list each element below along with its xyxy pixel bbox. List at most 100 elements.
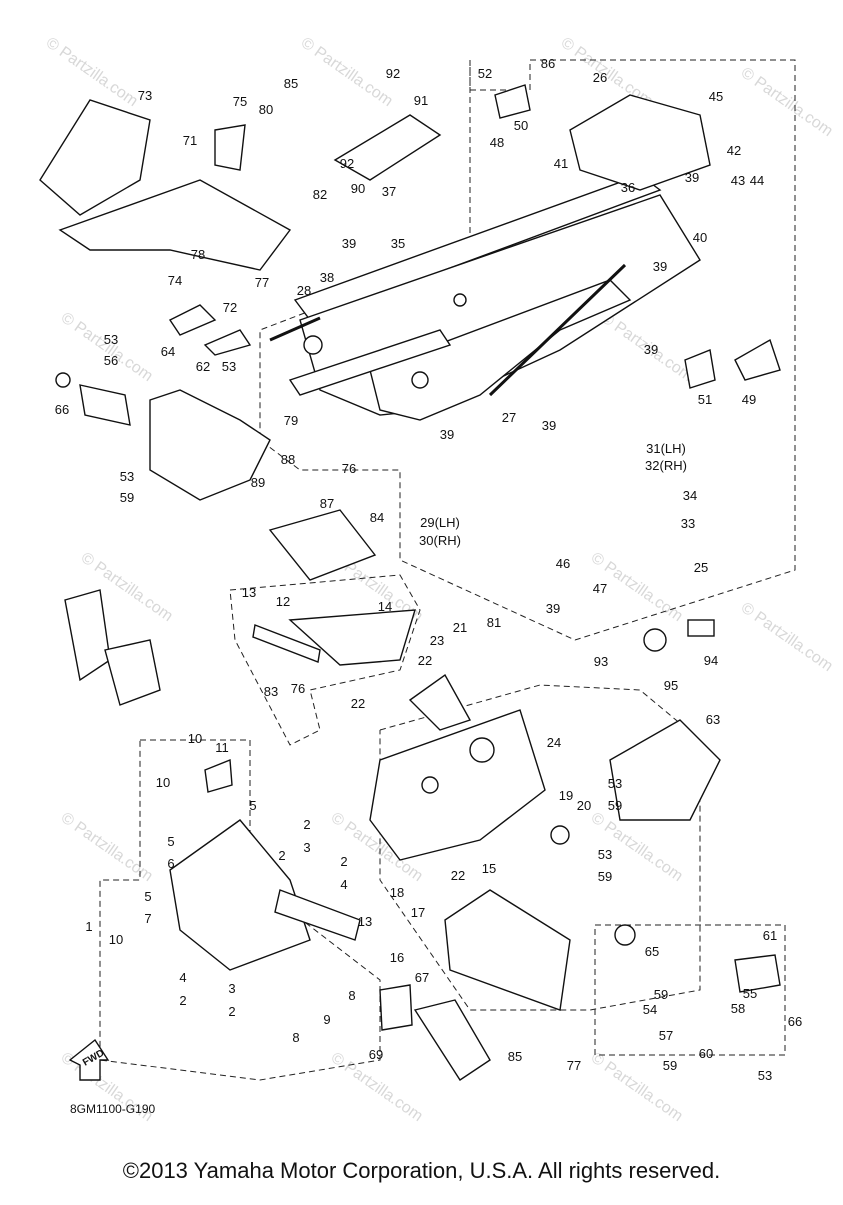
callout-1: 1: [85, 919, 92, 934]
part-11-bracket: [204, 758, 233, 793]
rail-27: [488, 263, 627, 397]
callout-2: 2: [303, 817, 310, 832]
callout-28: 28: [297, 283, 311, 298]
part-74-pad: [168, 304, 217, 336]
frame-hole: [411, 371, 429, 389]
callout-8: 8: [292, 1030, 299, 1045]
assembly-boundaries: [99, 59, 796, 1081]
callout-53: 53: [104, 332, 118, 347]
callout-44: 44: [750, 173, 764, 188]
callout-59: 59: [663, 1058, 677, 1073]
callout-13: 13: [242, 585, 256, 600]
callout-30rh: 30(RH): [419, 533, 461, 548]
watermark: © Partzilla.com: [738, 599, 836, 675]
callout-60: 60: [699, 1046, 713, 1061]
callout-12: 12: [276, 594, 290, 609]
callout-49: 49: [742, 392, 756, 407]
callout-39: 39: [342, 236, 356, 251]
callout-39: 39: [644, 342, 658, 357]
callout-51: 51: [698, 392, 712, 407]
callout-47: 47: [593, 581, 607, 596]
callout-5: 5: [249, 798, 256, 813]
part-56-bracket: [79, 384, 131, 426]
frame-lower-rail: [288, 329, 452, 396]
left-assemblies: [55, 372, 416, 793]
callout-53: 53: [758, 1068, 772, 1083]
part-71-bracket: [58, 179, 292, 271]
callout-55: 55: [743, 986, 757, 1001]
callout-10: 10: [156, 775, 170, 790]
callout-40: 40: [693, 230, 707, 245]
callout-84: 84: [370, 510, 384, 525]
callout-76: 76: [342, 461, 356, 476]
callout-42: 42: [727, 143, 741, 158]
callout-10: 10: [188, 731, 202, 746]
callout-20: 20: [577, 798, 591, 813]
part-65-hub: [614, 924, 636, 946]
copyright-notice: ©2013 Yamaha Motor Corporation, U.S.A. A…: [122, 1158, 721, 1183]
part-63-cover: [609, 719, 721, 821]
part-14-frame: [288, 609, 416, 666]
callout-71: 71: [183, 133, 197, 148]
rear-bracket-boundary: [594, 924, 786, 1056]
frame-tunnel-plate: [369, 279, 632, 421]
part-94-label: [687, 619, 715, 637]
callout-25: 25: [694, 560, 708, 575]
callout-3: 3: [228, 981, 235, 996]
callout-2: 2: [340, 854, 347, 869]
part-95-ring: [643, 628, 667, 652]
callout-77: 77: [567, 1058, 581, 1073]
callout-94: 94: [704, 653, 718, 668]
callout-38: 38: [320, 270, 334, 285]
frame-top-rail: [293, 174, 662, 321]
callout-46: 46: [556, 556, 570, 571]
callout-66: 66: [55, 402, 69, 417]
callout-53: 53: [598, 847, 612, 862]
watermark: © Partzilla.com: [298, 34, 396, 110]
callout-59: 59: [598, 869, 612, 884]
callout-69: 69: [369, 1047, 383, 1062]
callout-81: 81: [487, 615, 501, 630]
callout-59: 59: [120, 490, 134, 505]
callout-61: 61: [763, 928, 777, 943]
frame-hole: [453, 293, 467, 307]
callout-6: 6: [167, 856, 174, 871]
callout-15: 15: [482, 861, 496, 876]
callout-39: 39: [546, 601, 560, 616]
callout-27: 27: [502, 410, 516, 425]
callout-4: 4: [179, 970, 186, 985]
callout-59: 59: [608, 798, 622, 813]
callout-39: 39: [653, 259, 667, 274]
part-51-plate: [684, 349, 716, 389]
callout-79: 79: [284, 413, 298, 428]
forward-arrow: FWD: [68, 1038, 110, 1081]
callout-37: 37: [382, 184, 396, 199]
part-85-plate: [104, 639, 161, 706]
callout-31lh: 31(LH): [646, 441, 686, 456]
mount-hole: [421, 776, 439, 794]
callout-29lh: 29(LH): [420, 515, 460, 530]
callout-36: 36: [621, 180, 635, 195]
part-67-duct: [413, 999, 491, 1081]
diagram-code: 8GM1100-G190: [70, 1102, 155, 1116]
callout-58: 58: [731, 1001, 745, 1016]
part-12-bar: [252, 624, 321, 663]
callout-18: 18: [390, 885, 404, 900]
callout-77: 77: [255, 275, 269, 290]
callout-39: 39: [440, 427, 454, 442]
callout-2: 2: [179, 993, 186, 1008]
callout-2: 2: [228, 1004, 235, 1019]
part-64-housing: [149, 389, 271, 501]
callout-34: 34: [683, 488, 697, 503]
callout-22: 22: [351, 696, 365, 711]
forward-arrow-icon: [68, 1038, 110, 1081]
callout-92: 92: [340, 156, 354, 171]
part-73-panel: [39, 99, 151, 216]
callout-50: 50: [514, 118, 528, 133]
callout-7: 7: [144, 911, 151, 926]
part-91-plate: [333, 114, 442, 181]
callout-72: 72: [223, 300, 237, 315]
callout-76: 76: [291, 681, 305, 696]
callout-53: 53: [222, 359, 236, 374]
